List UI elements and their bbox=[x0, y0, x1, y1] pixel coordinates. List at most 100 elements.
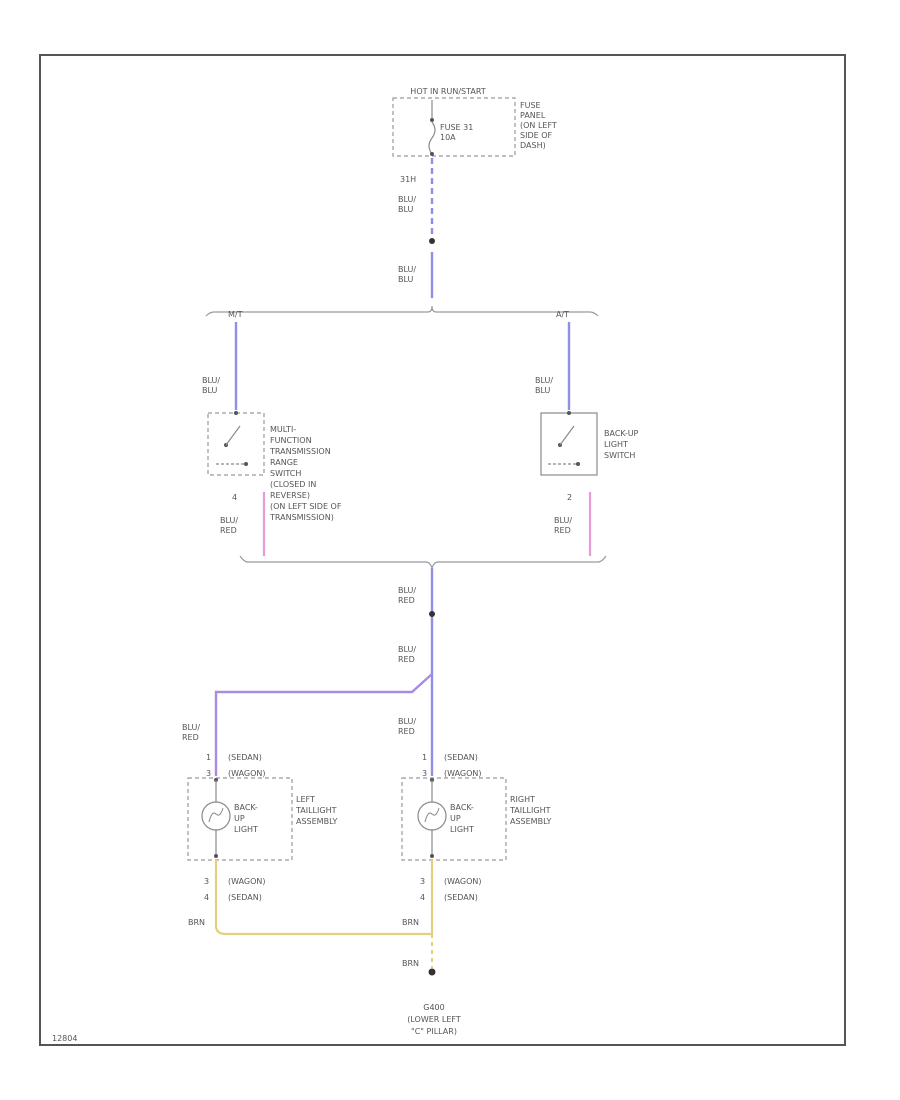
wire-label-mid2-red-b: RED bbox=[398, 655, 415, 664]
svg-text:1: 1 bbox=[206, 753, 211, 762]
svg-text:SWITCH: SWITCH bbox=[604, 451, 635, 460]
svg-text:RIGHT: RIGHT bbox=[510, 795, 535, 804]
wire-label-brn-bottom: BRN bbox=[402, 959, 419, 968]
fuse-symbol bbox=[428, 100, 436, 156]
wire-label-blu-blu-1a: BLU/ bbox=[398, 195, 416, 204]
svg-text:TAILLIGHT: TAILLIGHT bbox=[295, 806, 337, 815]
svg-text:3: 3 bbox=[204, 877, 209, 886]
svg-text:FUSE: FUSE bbox=[520, 101, 541, 110]
svg-text:(SEDAN): (SEDAN) bbox=[444, 753, 478, 762]
svg-text:4: 4 bbox=[204, 893, 209, 902]
backup-light-switch-label: BACK-UP LIGHT SWITCH bbox=[604, 429, 639, 460]
wire-label-rl-red-b: RED bbox=[398, 727, 415, 736]
diagram-code: 12804 bbox=[52, 1034, 77, 1043]
wire-label-right-blu-b: BLU bbox=[535, 386, 551, 395]
svg-text:3: 3 bbox=[420, 877, 425, 886]
svg-text:MULTI-: MULTI- bbox=[270, 425, 296, 434]
svg-text:1: 1 bbox=[422, 753, 427, 762]
right-taillight-pins-top: 1 (SEDAN) 3 (WAGON) bbox=[422, 753, 482, 778]
right-bulb-label: BACK- UP LIGHT bbox=[450, 803, 474, 834]
svg-text:(SEDAN): (SEDAN) bbox=[228, 753, 262, 762]
wire-brn-join bbox=[214, 925, 432, 936]
svg-text:(WAGON): (WAGON) bbox=[444, 877, 482, 886]
svg-text:UP: UP bbox=[234, 814, 245, 823]
wire-label-left-blu-a: BLU/ bbox=[202, 376, 220, 385]
fuse-panel-box bbox=[392, 97, 516, 157]
svg-text:LIGHT: LIGHT bbox=[604, 440, 628, 449]
svg-text:LEFT: LEFT bbox=[296, 795, 315, 804]
svg-text:(WAGON): (WAGON) bbox=[228, 877, 266, 886]
ground-label: G400 (LOWER LEFT "C" PILLAR) bbox=[407, 1003, 461, 1036]
multi-function-switch bbox=[207, 411, 265, 476]
svg-text:LIGHT: LIGHT bbox=[234, 825, 258, 834]
svg-text:ASSEMBLY: ASSEMBLY bbox=[296, 817, 337, 826]
wire-label-mid2-red-a: BLU/ bbox=[398, 645, 416, 654]
svg-text:FUNCTION: FUNCTION bbox=[270, 436, 312, 445]
wire-label-mid-red-a: BLU/ bbox=[398, 586, 416, 595]
backup-light-switch bbox=[540, 411, 598, 476]
left-taillight-box bbox=[187, 777, 293, 861]
wire-label-left-red-b: RED bbox=[220, 526, 237, 535]
multi-function-switch-label: MULTI- FUNCTION TRANSMISSION RANGE SWITC… bbox=[269, 425, 342, 522]
fuse-panel-label: FUSE PANEL (ON LEFT SIDE OF DASH) bbox=[520, 101, 557, 150]
ground-point bbox=[428, 968, 436, 976]
svg-text:G400: G400 bbox=[423, 1003, 444, 1012]
svg-text:TAILLIGHT: TAILLIGHT bbox=[509, 806, 551, 815]
svg-text:3: 3 bbox=[422, 769, 427, 778]
svg-text:4: 4 bbox=[420, 893, 425, 902]
svg-text:TRANSMISSION): TRANSMISSION) bbox=[269, 513, 334, 522]
svg-text:PANEL: PANEL bbox=[520, 111, 546, 120]
right-taillight-pins-bottom: 3 (WAGON) 4 (SEDAN) bbox=[420, 877, 482, 902]
right-taillight-assembly-label: RIGHT TAILLIGHT ASSEMBLY bbox=[509, 795, 551, 826]
option-bracket-bottom bbox=[239, 555, 607, 570]
diagram-frame bbox=[39, 54, 846, 1046]
right-backup-bulb bbox=[417, 778, 447, 858]
svg-text:(CLOSED IN: (CLOSED IN bbox=[270, 480, 316, 489]
wire-label-ll-red-b: RED bbox=[182, 733, 199, 742]
svg-text:(WAGON): (WAGON) bbox=[444, 769, 482, 778]
svg-text:REVERSE): REVERSE) bbox=[270, 491, 310, 500]
power-header: HOT IN RUN/START bbox=[410, 87, 486, 96]
svg-text:RANGE: RANGE bbox=[270, 458, 298, 467]
svg-text:"C" PILLAR): "C" PILLAR) bbox=[411, 1027, 457, 1036]
fuse-label-line2: 10A bbox=[440, 133, 456, 142]
left-taillight-pins-top: 1 (SEDAN) 3 (WAGON) bbox=[206, 753, 266, 778]
svg-text:(SEDAN): (SEDAN) bbox=[228, 893, 262, 902]
wire-label-left-blu-b: BLU bbox=[202, 386, 218, 395]
wire-label-rl-red-a: BLU/ bbox=[398, 717, 416, 726]
svg-text:ASSEMBLY: ASSEMBLY bbox=[510, 817, 551, 826]
wire-label-right-blu-a: BLU/ bbox=[535, 376, 553, 385]
left-bulb-label: BACK- UP LIGHT bbox=[234, 803, 258, 834]
svg-text:(ON LEFT SIDE OF: (ON LEFT SIDE OF bbox=[270, 502, 342, 511]
splice-top bbox=[429, 238, 435, 244]
tag-mt: M/T bbox=[228, 310, 243, 319]
wire-label-blu-blu-1b: BLU bbox=[398, 205, 414, 214]
wire-label-mid-red-b: RED bbox=[398, 596, 415, 605]
svg-text:BACK-UP: BACK-UP bbox=[604, 429, 639, 438]
wire-label-ll-red-a: BLU/ bbox=[182, 723, 200, 732]
svg-text:SIDE OF: SIDE OF bbox=[520, 131, 552, 140]
left-taillight-assembly-label: LEFT TAILLIGHT ASSEMBLY bbox=[295, 795, 337, 826]
svg-text:UP: UP bbox=[450, 814, 461, 823]
wire-label-left-red-a: BLU/ bbox=[220, 516, 238, 525]
left-backup-bulb bbox=[201, 778, 231, 858]
svg-text:BACK-: BACK- bbox=[234, 803, 258, 812]
svg-text:(LOWER LEFT: (LOWER LEFT bbox=[407, 1015, 461, 1024]
left-taillight-pins-bottom: 3 (WAGON) 4 (SEDAN) bbox=[204, 877, 266, 902]
svg-text:SWITCH: SWITCH bbox=[270, 469, 301, 478]
fuse-label-line1: FUSE 31 bbox=[440, 123, 473, 132]
multi-function-switch-pin: 4 bbox=[232, 493, 237, 502]
splice-center bbox=[429, 611, 435, 617]
wire-label-brn-left: BRN bbox=[188, 918, 205, 927]
svg-text:BACK-: BACK- bbox=[450, 803, 474, 812]
svg-text:(SEDAN): (SEDAN) bbox=[444, 893, 478, 902]
right-taillight-box bbox=[401, 777, 507, 861]
wire-label-blu-blu-2b: BLU bbox=[398, 275, 414, 284]
svg-text:3: 3 bbox=[206, 769, 211, 778]
wire-label-brn-right: BRN bbox=[402, 918, 419, 927]
wire-label-blu-blu-2a: BLU/ bbox=[398, 265, 416, 274]
wire-label-right-red-b: RED bbox=[554, 526, 571, 535]
tag-at: A/T bbox=[556, 310, 569, 319]
svg-text:LIGHT: LIGHT bbox=[450, 825, 474, 834]
